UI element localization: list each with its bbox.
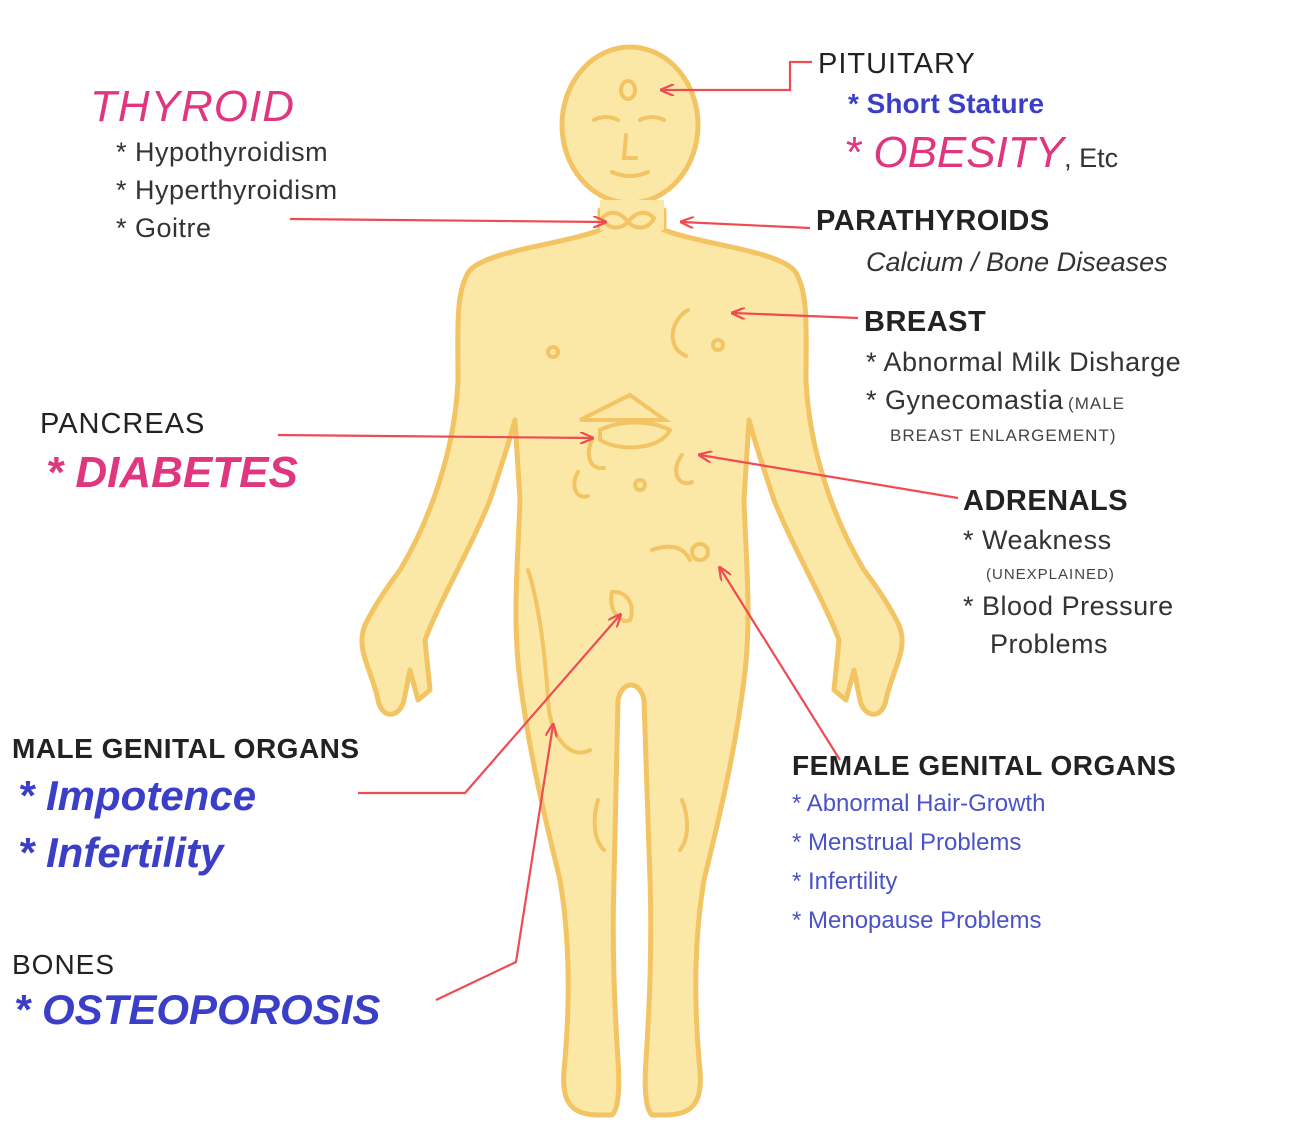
breast-item-2: * Gynecomastia [866,385,1064,415]
female-genital-title: FEMALE GENITAL ORGANS [792,750,1176,782]
adrenals-item-3: Problems [990,629,1108,660]
pituitary-title: PITUITARY [818,48,976,81]
breast-note-2: BREAST ENLARGEMENT) [890,426,1117,446]
breast-title: BREAST [864,306,986,339]
thyroid-item-2: * Hyperthyroidism [116,175,338,206]
female-genital-item-2: * Menstrual Problems [792,829,1021,857]
bones-item-1: * OSTEOPOROSIS [14,986,380,1034]
male-genital-item-2: * Infertility [18,829,223,877]
parathyroids-title: PARATHYROIDS [816,205,1050,238]
adrenals-title: ADRENALS [963,485,1128,518]
breast-item-2-line: * Gynecomastia (MALE [866,385,1125,416]
female-genital-item-1: * Abnormal Hair-Growth [792,790,1045,818]
adrenals-note: (UNEXPLAINED) [986,566,1115,583]
pituitary-item-2: * OBESITY [844,128,1064,177]
pancreas-title: PANCREAS [40,408,205,441]
male-genital-title: MALE GENITAL ORGANS [12,733,360,765]
breast-item-1: * Abnormal Milk Disharge [866,347,1181,378]
parathyroids-subtitle: Calcium / Bone Diseases [866,247,1168,278]
pituitary-suffix: , Etc [1064,143,1118,173]
arrow-parathyroids [682,222,810,228]
thyroid-title: THYROID [90,82,295,132]
bones-title: BONES [12,949,115,981]
female-genital-item-3: * Infertility [792,868,897,896]
pituitary-item-1: * Short Stature [848,88,1044,120]
pancreas-item-1: * DIABETES [46,448,298,498]
arrow-thyroid [290,219,605,222]
female-genital-item-4: * Menopause Problems [792,907,1041,935]
adrenals-item-2: * Blood Pressure [963,591,1174,622]
pituitary-item-2-line: * OBESITY, Etc [844,128,1118,178]
adrenals-item-1: * Weakness [963,525,1112,556]
thyroid-item-1: * Hypothyroidism [116,137,328,168]
thyroid-item-3: * Goitre [116,213,212,244]
male-genital-item-1: * Impotence [18,772,256,820]
breast-note-1: (MALE [1068,394,1125,413]
